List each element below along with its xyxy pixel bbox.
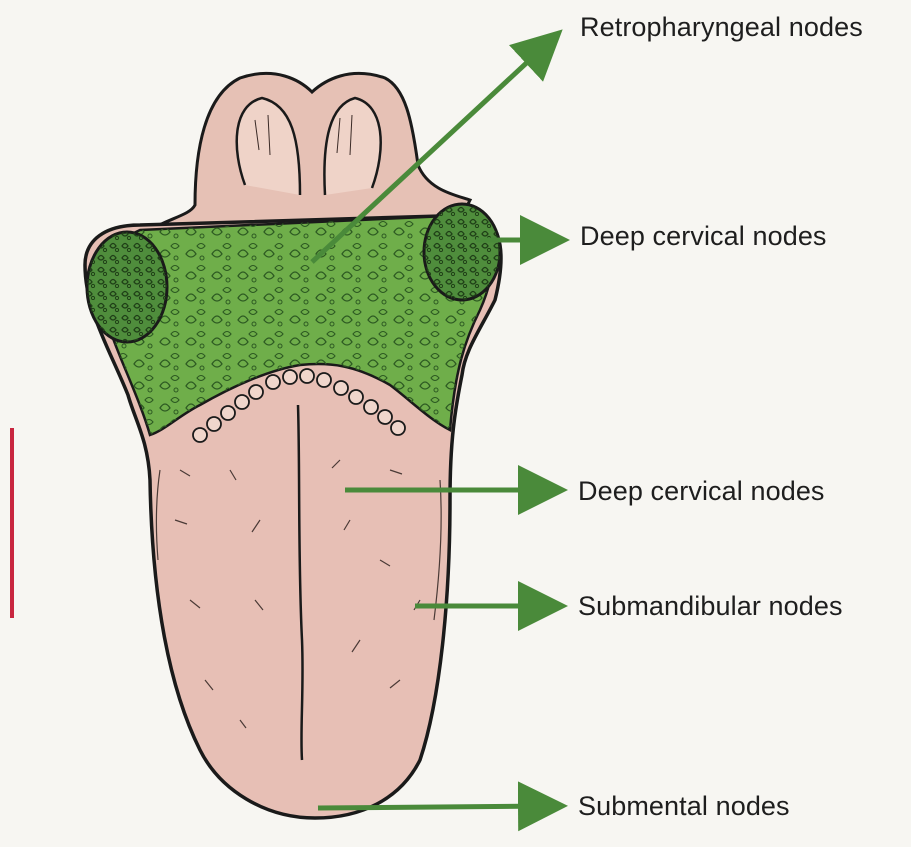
label-submandibular-nodes: Submandibular nodes bbox=[578, 591, 843, 622]
label-retropharyngeal-nodes: Retropharyngeal nodes bbox=[580, 12, 863, 43]
right-tonsil bbox=[424, 204, 500, 300]
arrow-submental bbox=[318, 806, 548, 808]
label-deep-cervical-nodes-upper: Deep cervical nodes bbox=[580, 221, 827, 252]
epiglottis bbox=[150, 73, 470, 232]
left-tonsil bbox=[87, 232, 167, 342]
label-submental-nodes: Submental nodes bbox=[578, 791, 790, 822]
label-deep-cervical-nodes-lower: Deep cervical nodes bbox=[578, 476, 825, 507]
